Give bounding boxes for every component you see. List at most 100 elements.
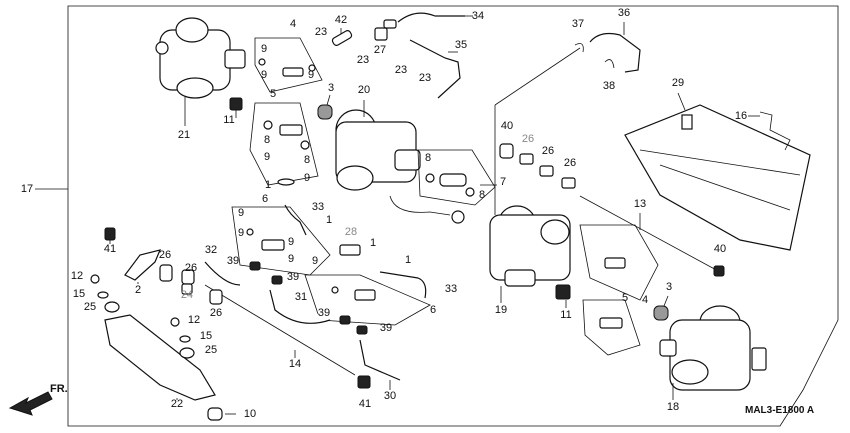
callout-12: 12 <box>188 314 200 326</box>
callout-5: 5 <box>270 88 276 100</box>
callout-39: 39 <box>380 322 392 334</box>
bracket-2 <box>124 249 162 284</box>
callout-20: 20 <box>358 84 370 96</box>
callout-15: 15 <box>200 330 212 342</box>
nut-41-left <box>104 227 116 244</box>
callout-25: 25 <box>84 301 96 313</box>
callout-11: 11 <box>560 309 571 321</box>
callout-21: 21 <box>178 129 190 141</box>
callout-38: 38 <box>603 80 615 92</box>
diag-guide-right <box>494 47 581 106</box>
spacer-26-lower <box>209 289 223 305</box>
callout-29: 29 <box>672 77 684 89</box>
carburetor-21 <box>155 17 246 126</box>
callout-35: 35 <box>455 39 467 51</box>
hose-30 <box>359 339 401 390</box>
callout-4: 4 <box>642 294 648 306</box>
callout-9: 9 <box>288 236 294 248</box>
callout-26: 26 <box>159 249 171 261</box>
callout-1: 1 <box>265 179 271 191</box>
clip-10 <box>207 407 236 421</box>
callout-24: 24 <box>181 289 193 301</box>
callout-12: 12 <box>71 270 83 282</box>
plate-22 <box>104 314 216 401</box>
hose-33-right <box>379 271 427 299</box>
cap-3-top <box>317 94 333 120</box>
nut-41-bottom <box>357 375 371 389</box>
joint-kit-6-left <box>231 206 361 276</box>
callout-39: 39 <box>227 255 239 267</box>
callout-8: 8 <box>264 134 270 146</box>
callout-26: 26 <box>210 307 222 319</box>
callout-39: 39 <box>318 307 330 319</box>
callout-42: 42 <box>335 14 347 26</box>
callout-14: 14 <box>289 358 301 370</box>
front-arrow: FR. <box>8 383 68 416</box>
bracket-16 <box>748 111 791 151</box>
callout-30: 30 <box>384 390 396 402</box>
callout-19: 19 <box>495 304 507 316</box>
callout-9: 9 <box>238 227 244 239</box>
carburetor-19 <box>489 205 571 303</box>
washer-15-right <box>179 335 191 343</box>
carburetor-20 <box>335 100 465 224</box>
callout-31: 31 <box>295 291 307 303</box>
washer-15-left <box>97 291 109 299</box>
callout-26: 26 <box>564 157 576 169</box>
callout-23: 23 <box>419 72 431 84</box>
callout-16: 16 <box>735 110 747 122</box>
callout-2: 2 <box>135 284 141 296</box>
callout-41: 41 <box>104 243 116 255</box>
callout-40: 40 <box>714 243 726 255</box>
rod-14 <box>204 284 356 376</box>
cap-3-bottom <box>653 295 669 321</box>
callout-23: 23 <box>357 54 369 66</box>
joint-27 <box>374 19 397 41</box>
joint-kit-top <box>254 37 323 93</box>
callout-26: 26 <box>185 262 197 274</box>
grommet-25-right <box>179 347 195 359</box>
grommet-25-left <box>104 301 120 313</box>
callout-9: 9 <box>304 172 310 184</box>
callout-15: 15 <box>73 288 85 300</box>
callout-22: 22 <box>171 398 183 410</box>
callout-6: 6 <box>430 304 436 316</box>
callout-9: 9 <box>238 207 244 219</box>
callout-9: 9 <box>288 253 294 265</box>
callout-11: 11 <box>223 114 234 126</box>
nut-40-right <box>713 265 725 277</box>
callout-10: 10 <box>244 408 256 420</box>
hose-35 <box>409 39 461 99</box>
collar-24 <box>181 283 193 295</box>
callout-23: 23 <box>315 26 327 38</box>
callout-13: 13 <box>634 198 646 210</box>
callout-23: 23 <box>395 64 407 76</box>
callout-8: 8 <box>425 152 431 164</box>
carburetor-18 <box>659 305 767 400</box>
callout-33: 33 <box>445 283 457 295</box>
spacers-26 <box>499 143 576 189</box>
callout-37: 37 <box>572 18 584 30</box>
hose-34 <box>397 12 473 23</box>
callout-9: 9 <box>261 43 267 55</box>
callout-1: 1 <box>405 254 411 266</box>
callout-34: 34 <box>472 10 484 22</box>
hose-32 <box>204 261 241 286</box>
callout-27: 27 <box>374 44 386 56</box>
joint-kit-6-right <box>304 274 431 326</box>
fitting-42 <box>331 28 353 46</box>
callout-40: 40 <box>501 120 513 132</box>
callout-7: 7 <box>500 176 506 188</box>
callout-36: 36 <box>618 7 630 19</box>
callout-9: 9 <box>308 69 314 81</box>
diagram-code: MAL3-E1800 A <box>745 405 814 416</box>
seal-39s <box>249 261 368 335</box>
air-box-29 <box>624 92 811 251</box>
callout-25: 25 <box>205 344 217 356</box>
callout-39: 39 <box>287 271 299 283</box>
callout-6: 6 <box>262 193 268 205</box>
hose-36 <box>589 22 641 73</box>
callout-3: 3 <box>328 82 334 94</box>
